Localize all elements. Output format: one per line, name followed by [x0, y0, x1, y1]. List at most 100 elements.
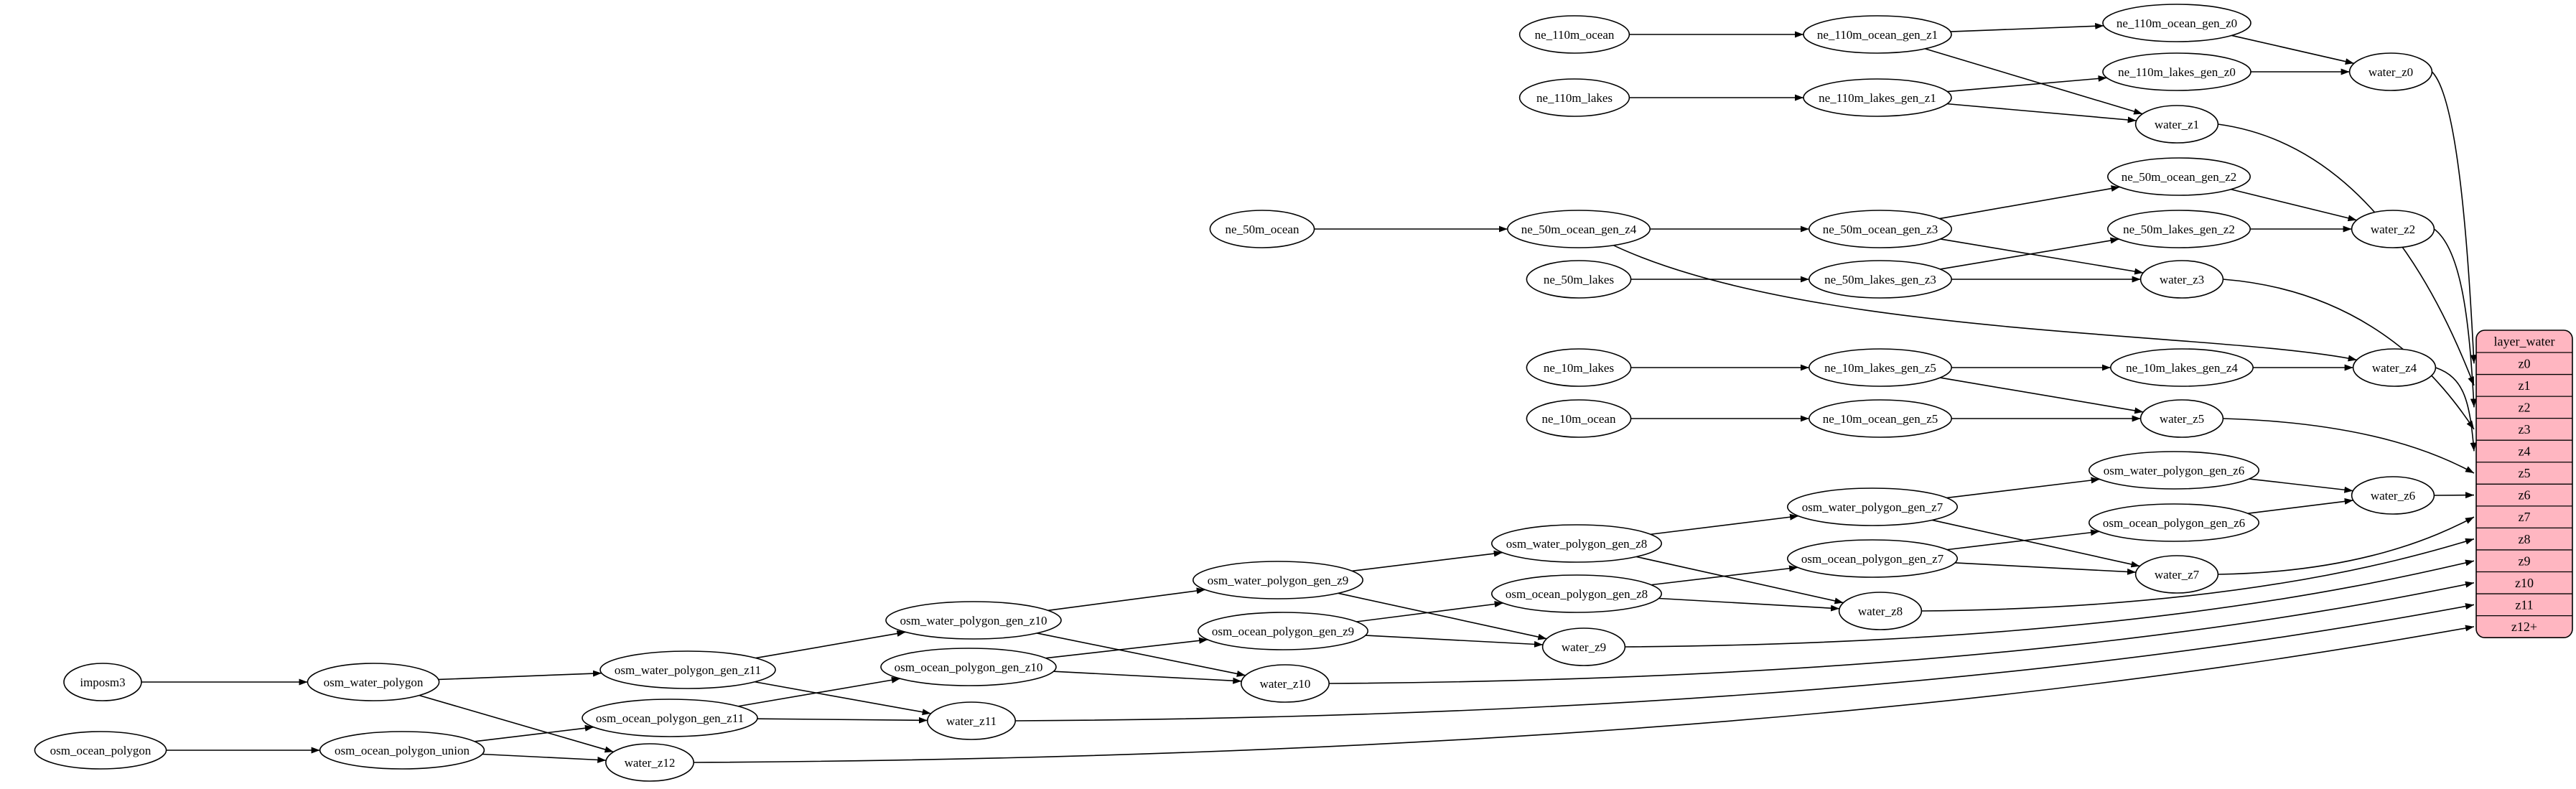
node-shape-osm_water_polygon_gen_z8 — [1491, 524, 1663, 563]
edge-osm_ocean_polygon_gen_z11-to-water_z11 — [757, 716, 928, 724]
edge-osm_water_polygon_gen_z9-to-osm_water_polygon_gen_z8 — [1352, 550, 1503, 572]
node-osm_water_polygon_gen_z11: osm_water_polygon_gen_z11 — [599, 650, 776, 689]
node-label-water_z4: water_z4 — [2372, 361, 2417, 375]
node-ne_110m_ocean_gen_z0: ne_110m_ocean_gen_z0 — [2102, 4, 2251, 42]
node-shape-osm_ocean_polygon_gen_z6 — [2089, 503, 2260, 542]
node-ne_50m_ocean_gen_z4: ne_50m_ocean_gen_z4 — [1507, 210, 1651, 248]
layer-water-row-z10: z10 — [2515, 576, 2534, 590]
edge-osm_ocean_polygon_gen_z8-to-water_z8 — [1658, 597, 1840, 612]
node-shape-water_z9 — [1541, 627, 1626, 666]
layer-water-row-z12+: z12+ — [2511, 620, 2537, 634]
node-shape-osm_ocean_polygon_gen_z9 — [1198, 612, 1369, 650]
node-ne_10m_ocean: ne_10m_ocean — [1526, 399, 1632, 438]
node-shape-ne_110m_ocean_gen_z1 — [1803, 15, 1952, 54]
node-ne_110m_ocean: ne_110m_ocean — [1518, 15, 1630, 54]
edge-water_z3-to-layer_water-z3 — [2223, 279, 2475, 430]
node-label-ne_110m_lakes_gen_z1: ne_110m_lakes_gen_z1 — [1819, 91, 1936, 105]
edge-osm_water_polygon_gen_z10-to-osm_water_polygon_gen_z9 — [1047, 587, 1205, 612]
edge-ne_50m_ocean_gen_z3-to-water_z3 — [1940, 238, 2144, 275]
node-shape-osm_water_polygon_gen_z7 — [1787, 487, 1959, 526]
layer-water-table-title: layer_water — [2494, 335, 2555, 349]
node-label-osm_ocean_polygon_gen_z10: osm_ocean_polygon_gen_z10 — [895, 660, 1043, 674]
edge-osm_water_polygon-to-osm_water_polygon_gen_z11 — [438, 670, 602, 681]
node-ne_50m_lakes: ne_50m_lakes — [1526, 260, 1632, 299]
node-shape-ne_50m_ocean — [1209, 210, 1315, 248]
edge-osm_ocean_polygon_gen_z7-to-osm_ocean_polygon_gen_z6 — [1946, 529, 2100, 551]
layer-water-row-label: z4 — [2519, 444, 2531, 459]
edge-osm_water_polygon-to-water_z12 — [419, 694, 614, 753]
layer-water-row-z2: z2 — [2519, 400, 2531, 414]
node-water_z8: water_z8 — [1838, 592, 1923, 630]
layer-water-row-z5: z5 — [2519, 466, 2531, 480]
layer-water-row-z3: z3 — [2519, 422, 2531, 436]
edge-osm_ocean_polygon_gen_z9-to-osm_ocean_polygon_gen_z8 — [1356, 601, 1503, 622]
edge-osm_ocean_polygon_gen_z8-to-osm_ocean_polygon_gen_z7 — [1651, 565, 1798, 586]
layer-water-row-label: z10 — [2515, 576, 2534, 590]
node-shape-ne_10m_ocean_gen_z5 — [1809, 399, 1953, 438]
node-label-water_z10: water_z10 — [1260, 677, 1311, 691]
node-shape-osm_ocean_polygon_gen_z10 — [880, 648, 1057, 686]
layer-water-row-label: z8 — [2519, 532, 2531, 546]
node-label-osm_water_polygon_gen_z6: osm_water_polygon_gen_z6 — [2104, 464, 2244, 477]
node-water_z2: water_z2 — [2351, 210, 2435, 248]
node-label-osm_ocean_polygon_union: osm_ocean_polygon_union — [335, 744, 470, 757]
edge-osm_water_polygon_gen_z6-to-water_z6 — [2249, 478, 2353, 493]
node-water_z1: water_z1 — [2134, 105, 2219, 144]
node-osm_water_polygon_gen_z10: osm_water_polygon_gen_z10 — [885, 601, 1062, 640]
layer-water-row-label: z0 — [2519, 356, 2531, 370]
node-shape-water_z10 — [1241, 664, 1330, 703]
node-label-water_z8: water_z8 — [1858, 604, 1903, 618]
node-ne_10m_lakes_gen_z5: ne_10m_lakes_gen_z5 — [1809, 348, 1953, 387]
layer-water-row-z1: z1 — [2519, 378, 2531, 393]
node-ne_110m_lakes_gen_z1: ne_110m_lakes_gen_z1 — [1803, 78, 1952, 117]
node-water_z9: water_z9 — [1541, 627, 1626, 666]
node-shape-ne_110m_lakes — [1518, 78, 1630, 117]
layer-water-row-z8: z8 — [2519, 532, 2531, 546]
node-water_z4: water_z4 — [2352, 348, 2437, 387]
node-label-ne_10m_lakes_gen_z4: ne_10m_lakes_gen_z4 — [2126, 361, 2238, 375]
node-ne_50m_ocean_gen_z2: ne_50m_ocean_gen_z2 — [2107, 157, 2251, 196]
node-shape-osm_ocean_polygon_union — [319, 731, 485, 770]
node-ne_50m_lakes_gen_z2: ne_50m_lakes_gen_z2 — [2107, 210, 2251, 248]
node-osm_ocean_polygon_union: osm_ocean_polygon_union — [319, 731, 485, 770]
edge-ne_110m_ocean_gen_z0-to-water_z0 — [2231, 34, 2354, 65]
node-imposm3: imposm3 — [63, 663, 142, 701]
edge-ne_50m_ocean_gen_z4-to-water_z4 — [1613, 244, 2357, 362]
node-osm_ocean_polygon_gen_z9: osm_ocean_polygon_gen_z9 — [1198, 612, 1369, 650]
node-shape-water_z12 — [605, 743, 694, 782]
node-label-imposm3: imposm3 — [80, 676, 125, 689]
node-shape-ne_50m_ocean_gen_z2 — [2107, 157, 2251, 196]
node-label-ne_110m_ocean_gen_z0: ne_110m_ocean_gen_z0 — [2117, 17, 2237, 30]
layer-water-row-z11: z11 — [2515, 597, 2533, 612]
node-shape-ne_50m_ocean_gen_z3 — [1809, 210, 1953, 248]
node-label-ne_50m_ocean_gen_z3: ne_50m_ocean_gen_z3 — [1823, 223, 1938, 236]
node-ne_50m_lakes_gen_z3: ne_50m_lakes_gen_z3 — [1809, 260, 1953, 299]
node-water_z7: water_z7 — [2134, 555, 2219, 594]
layer-water-row-z7: z7 — [2519, 510, 2531, 524]
node-label-ne_10m_ocean: ne_10m_ocean — [1542, 412, 1616, 426]
edge-osm_ocean_polygon_gen_z9-to-water_z9 — [1365, 635, 1544, 648]
node-label-osm_ocean_polygon_gen_z9: osm_ocean_polygon_gen_z9 — [1212, 625, 1354, 638]
edge-ne_50m_ocean_gen_z3-to-ne_50m_ocean_gen_z2 — [1939, 185, 2120, 220]
node-shape-water_z0 — [2348, 52, 2433, 91]
edge-osm_water_polygon_gen_z8-to-osm_water_polygon_gen_z7 — [1650, 513, 1799, 536]
node-label-water_z6: water_z6 — [2371, 489, 2415, 503]
edge-osm_water_polygon_gen_z8-to-water_z8 — [1635, 556, 1844, 604]
node-shape-osm_water_polygon_gen_z9 — [1193, 561, 1364, 599]
edge-water_z8-to-layer_water-z8 — [1921, 538, 2475, 612]
edge-osm_water_polygon_gen_z11-to-osm_water_polygon_gen_z10 — [755, 630, 906, 659]
edge-osm_ocean_polygon_gen_z7-to-water_z7 — [1954, 562, 2137, 575]
edge-ne_10m_lakes_gen_z5-to-water_z5 — [1940, 377, 2144, 414]
node-shape-osm_ocean_polygon_gen_z8 — [1491, 574, 1663, 613]
node-shape-ne_10m_ocean — [1526, 399, 1632, 438]
node-osm_ocean_polygon_gen_z8: osm_ocean_polygon_gen_z8 — [1491, 574, 1663, 613]
edge-water_z12-to-layer_water-z12+ — [694, 625, 2475, 763]
node-ne_50m_ocean: ne_50m_ocean — [1209, 210, 1315, 248]
node-label-ne_50m_ocean_gen_z4: ne_50m_ocean_gen_z4 — [1521, 223, 1637, 236]
node-label-ne_50m_ocean_gen_z2: ne_50m_ocean_gen_z2 — [2122, 170, 2237, 184]
node-shape-ne_10m_lakes_gen_z5 — [1809, 348, 1953, 387]
node-ne_110m_lakes: ne_110m_lakes — [1518, 78, 1630, 117]
node-label-water_z9: water_z9 — [1562, 640, 1606, 654]
